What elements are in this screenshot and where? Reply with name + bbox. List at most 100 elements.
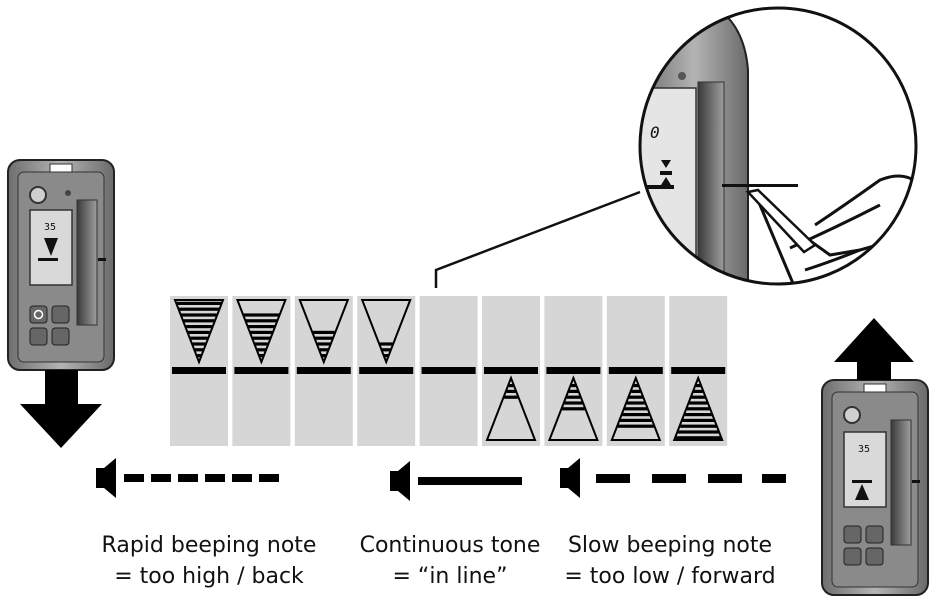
- indicator-panel: [669, 296, 728, 446]
- zoom-sensor: [697, 81, 725, 273]
- triangle-stripe: [633, 384, 639, 388]
- power-button[interactable]: [29, 305, 48, 324]
- sensor-window: [76, 199, 98, 326]
- caption-continuous-line1: Continuous tone: [359, 533, 541, 558]
- triangle-stripe: [197, 354, 201, 358]
- triangle-stripe: [254, 342, 268, 346]
- triangle-stripe: [243, 313, 280, 317]
- triangle-stripe: [181, 313, 217, 317]
- triangle-stripe: [179, 307, 219, 311]
- laser-receiver-right: 35: [821, 379, 929, 596]
- triangle-stripe: [379, 342, 393, 346]
- power-button[interactable]: [843, 525, 862, 544]
- level-bar: [359, 367, 414, 374]
- slow-beep-dashes: [596, 474, 786, 483]
- triangle-stripe: [321, 354, 326, 358]
- triangle-stripe: [622, 413, 650, 417]
- indicator-panel: [419, 296, 478, 446]
- triangle-stripe: [571, 384, 576, 388]
- triangle-stripe: [192, 342, 206, 346]
- mode-button[interactable]: [29, 327, 48, 346]
- down-triangle-icon: [235, 299, 287, 365]
- triangle-stripe: [384, 354, 389, 358]
- pencil-icon: [745, 188, 818, 254]
- triangle-stripe: [691, 395, 706, 399]
- triangle-stripe: [682, 418, 714, 422]
- zoom-lcd: [640, 87, 697, 284]
- triangle-stripe: [245, 319, 277, 323]
- triangle-stripe: [624, 407, 648, 411]
- unit-button[interactable]: [51, 327, 70, 346]
- display-value: 35: [44, 222, 56, 233]
- triangle-stripe: [312, 330, 335, 334]
- level-bar: [546, 367, 601, 374]
- down-triangle-icon: [298, 299, 350, 365]
- speaker-icon: [560, 458, 580, 498]
- triangle-stripe: [504, 395, 518, 399]
- triangle-stripe: [689, 401, 708, 405]
- indicator-panel: [544, 296, 603, 446]
- level-bar: [296, 367, 351, 374]
- triangle-stripe: [185, 325, 213, 329]
- level-bar: [172, 367, 226, 374]
- triangle-stripe: [686, 407, 710, 411]
- caption-rapid-line2: = too high / back: [114, 564, 304, 589]
- indicator-panel: [606, 296, 665, 446]
- level-bar: [671, 367, 726, 374]
- volume-button[interactable]: [865, 525, 884, 544]
- triangle-stripe: [677, 430, 719, 434]
- triangle-stripe: [248, 325, 275, 329]
- continuous-tone-line: [418, 477, 522, 485]
- triangle-stripe: [382, 348, 391, 352]
- triangle-stripe: [568, 389, 578, 393]
- caption-rapid: Rapid beeping note = too high / back: [92, 530, 326, 592]
- triangle-stripe: [250, 330, 273, 334]
- up-arrow-icon: [834, 318, 914, 380]
- callout-line: [434, 190, 641, 288]
- triangle-stripe: [190, 336, 208, 340]
- triangle-stripe: [680, 424, 717, 428]
- indicator-panel: [357, 296, 416, 446]
- level-bar: [484, 367, 538, 374]
- mode-button[interactable]: [843, 547, 862, 566]
- speaker-icon: [390, 461, 410, 501]
- triangle-stripe: [317, 342, 331, 346]
- triangle-stripe: [693, 389, 703, 393]
- up-triangle-icon: [610, 375, 662, 441]
- triangle-stripe: [259, 354, 264, 358]
- indicator-panel: [232, 296, 291, 446]
- triangle-stripe: [631, 389, 641, 393]
- triangle-stripe: [564, 401, 583, 405]
- triangle-stripe: [315, 336, 333, 340]
- indicator-panel: [170, 296, 228, 446]
- speaker-icon: [96, 458, 116, 498]
- up-triangle-icon: [672, 375, 724, 441]
- triangle-stripe: [257, 348, 266, 352]
- triangle-stripe: [319, 348, 328, 352]
- sensor-window: [890, 419, 912, 546]
- triangle-stripe: [620, 418, 652, 422]
- triangle-stripe: [506, 389, 516, 393]
- triangle-stripe: [562, 407, 585, 411]
- indicator-sequence: [170, 296, 728, 446]
- down-arrow-icon: [20, 370, 102, 448]
- caption-slow: Slow beeping note = too low / forward: [556, 530, 784, 592]
- triangle-stripe: [626, 401, 645, 405]
- caption-slow-line2: = too low / forward: [564, 564, 776, 589]
- indicator-panel: [294, 296, 353, 446]
- zoom-detail: 0: [638, 6, 918, 286]
- unit-button[interactable]: [865, 547, 884, 566]
- indicator-panel: [482, 296, 540, 446]
- down-triangle-icon: [360, 299, 412, 365]
- caption-continuous-line2: = “in line”: [392, 564, 508, 589]
- triangle-stripe: [684, 413, 712, 417]
- caption-continuous: Continuous tone = “in line”: [352, 530, 548, 592]
- display-value: 35: [858, 444, 870, 455]
- up-triangle-icon: [485, 375, 537, 441]
- triangle-stripe: [617, 424, 654, 428]
- zoom-display-value: 0: [650, 123, 660, 142]
- up-triangle-icon: [547, 375, 599, 441]
- speaker-icon: [843, 406, 861, 424]
- level-bar: [234, 367, 289, 374]
- volume-button[interactable]: [51, 305, 70, 324]
